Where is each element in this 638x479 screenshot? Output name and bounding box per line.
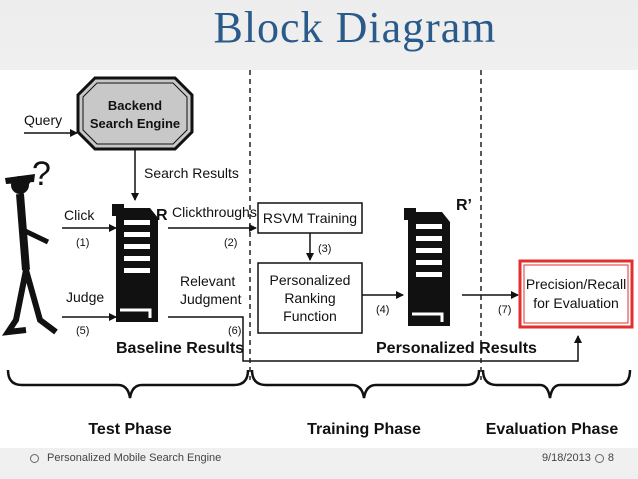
backend-label-line1: Backend (108, 98, 162, 113)
personalized-ranking-function-box (257, 262, 363, 334)
ranking-function-line3: Function (283, 308, 337, 324)
backend-search-engine-box (76, 76, 194, 151)
step-7-label: (7) (498, 304, 511, 316)
step-4-label: (4) (376, 304, 389, 316)
ranking-function-line1: Personalized (270, 272, 351, 288)
step-5-label: (5) (76, 325, 89, 337)
slide-title-text: Block Diagram (213, 3, 497, 52)
r-prime-label: R’ (456, 197, 472, 214)
rsvm-training-label: RSVM Training (263, 210, 357, 226)
bullet-dot-icon (30, 453, 39, 463)
judge-label: Judge (66, 289, 104, 305)
test-phase-brace (6, 369, 250, 399)
page-number: 8 (607, 452, 614, 464)
question-mark: ? (32, 155, 51, 193)
footer-right: 9/18/2013 8 (542, 452, 614, 464)
search-results-label: Search Results (144, 165, 239, 181)
evaluation-phase-label: Evaluation Phase (486, 421, 619, 438)
diagram-canvas: Backend Search Engine Query ? Click (1) … (1, 70, 634, 438)
ranking-function-line2: Ranking (284, 290, 335, 306)
step-1-label: (1) (76, 237, 89, 249)
test-phase-label: Test Phase (88, 421, 171, 438)
footer-text: Personalized Mobile Search Engine (47, 452, 222, 464)
personalized-results-label: Personalized Results (376, 340, 537, 357)
footer-date: 9/18/2013 (541, 452, 591, 464)
relevant-label-line1: Relevant (180, 273, 235, 289)
backend-search-engine-inner (82, 82, 188, 145)
personalized-results-document-icon (404, 208, 450, 326)
backend-label-line2: Search Engine (90, 116, 180, 131)
step-6-label: (6) (228, 325, 241, 337)
click-label: Click (64, 207, 95, 223)
precision-recall-box (518, 259, 634, 329)
slide-title: Block Diagram (0, 2, 638, 53)
precision-line2: for Evaluation (533, 295, 619, 311)
clickthroughs-label: Clickthroughs (172, 204, 257, 220)
precision-line1: Precision/Recall (526, 276, 626, 292)
block-diagram: Backend Search Engine Query ? Click (1) … (0, 70, 638, 448)
training-phase-label: Training Phase (307, 421, 421, 438)
evaluation-phase-brace (481, 369, 632, 399)
bullet-dot-icon (594, 453, 604, 463)
footer-left: Personalized Mobile Search Engine (30, 452, 221, 464)
training-phase-brace (250, 369, 481, 399)
step-2-label: (2) (224, 237, 237, 249)
baseline-results-document-icon (112, 204, 158, 322)
r-label: R (156, 207, 168, 224)
step-3-label: (3) (318, 243, 331, 255)
query-label: Query (24, 112, 62, 128)
user-figure-icon: ? (1, 155, 58, 336)
baseline-results-label: Baseline Results (116, 340, 244, 357)
relevant-judgment-path (168, 316, 582, 362)
relevant-label-line2: Judgment (180, 291, 242, 307)
